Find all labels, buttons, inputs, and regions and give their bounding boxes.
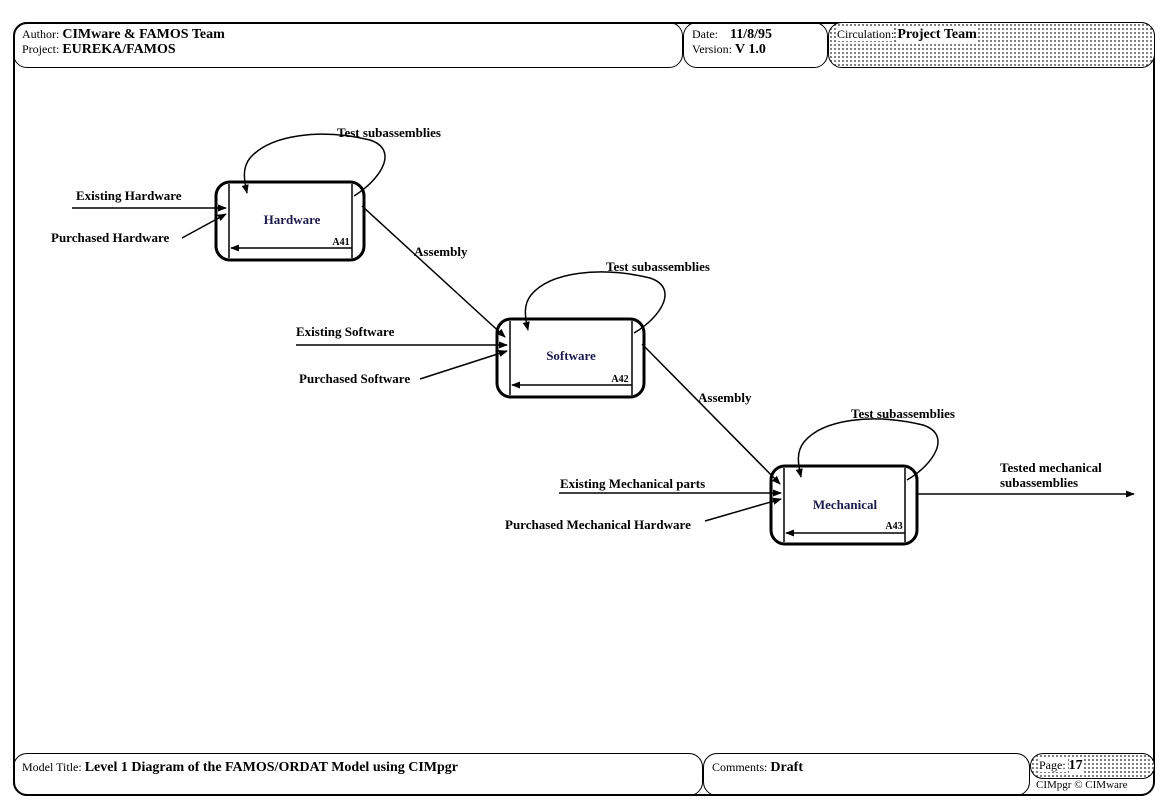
label-mech-test: Test subassemblies xyxy=(851,406,955,421)
comments-label: Comments: xyxy=(712,760,768,774)
label-purchased-mechanical: Purchased Mechanical Hardware xyxy=(505,517,691,532)
circulation-label: Circulation: xyxy=(837,27,895,41)
arrow-assembly-2 xyxy=(641,343,781,485)
arrow-sw-test-loop xyxy=(522,271,666,334)
date-label: Date: xyxy=(692,27,718,41)
label-purchased-hardware: Purchased Hardware xyxy=(51,230,170,245)
model-title-label: Model Title: xyxy=(22,760,82,774)
model-title-cell: Model Title: Level 1 Diagram of the FAMO… xyxy=(13,753,703,796)
arrow-purchased-mechanical xyxy=(704,497,782,522)
version-value: V 1.0 xyxy=(735,42,766,57)
arrow-mech-test-loop xyxy=(795,418,939,481)
version-label: Version: xyxy=(692,42,732,56)
hardware-box-number: A41 xyxy=(332,237,349,248)
project-value: EUREKA/FAMOS xyxy=(62,42,176,57)
software-box-number: A42 xyxy=(611,374,628,385)
project-label: Project: xyxy=(22,42,60,56)
date-value: 11/8/95 xyxy=(730,27,773,42)
software-box-label: Software xyxy=(546,348,596,363)
label-output-line1: Tested mechanical xyxy=(1000,460,1102,475)
mechanical-box-number: A43 xyxy=(885,521,902,532)
page-value: 17 xyxy=(1068,758,1083,773)
author-value: CIMware & FAMOS Team xyxy=(62,27,225,42)
label-output-line2: subassemblies xyxy=(1000,475,1078,490)
arrow-purchased-software xyxy=(419,350,508,380)
page-label: Page: xyxy=(1039,758,1066,772)
label-assembly-1: Assembly xyxy=(414,244,468,259)
model-title-value: Level 1 Diagram of the FAMOS/ORDAT Model… xyxy=(84,760,458,775)
label-existing-mechanical: Existing Mechanical parts xyxy=(560,476,705,491)
activity-box-software[interactable]: Software A42 xyxy=(495,317,646,399)
label-purchased-software: Purchased Software xyxy=(299,371,410,386)
author-label: Author: xyxy=(22,27,60,41)
label-existing-hardware: Existing Hardware xyxy=(76,188,182,203)
activity-box-hardware[interactable]: Hardware A41 xyxy=(214,180,366,262)
page-cell: Page: 17 xyxy=(1030,753,1155,779)
date-version-cell: Date: 11/8/95 Version: V 1.0 xyxy=(683,22,828,68)
label-existing-software: Existing Software xyxy=(296,324,395,339)
author-project-cell: Author: CIMware & FAMOS Team Project: EU… xyxy=(13,22,683,68)
label-hw-test: Test subassemblies xyxy=(337,125,441,140)
circulation-cell: Circulation: Project Team xyxy=(828,22,1155,68)
arrow-purchased-hardware xyxy=(181,213,227,239)
hardware-box-label: Hardware xyxy=(264,212,321,227)
copyright-note: CIMpgr © CIMware xyxy=(1036,779,1128,791)
comments-cell: Comments: Draft xyxy=(703,753,1030,796)
comments-value: Draft xyxy=(770,760,803,775)
label-assembly-2: Assembly xyxy=(698,390,752,405)
arrow-hw-test-loop xyxy=(241,133,386,197)
label-sw-test: Test subassemblies xyxy=(606,259,710,274)
circulation-value: Project Team xyxy=(897,27,977,42)
mechanical-box-label: Mechanical xyxy=(813,497,878,512)
activity-box-mechanical[interactable]: Mechanical A43 xyxy=(769,464,919,546)
arrow-assembly-1 xyxy=(361,205,506,338)
